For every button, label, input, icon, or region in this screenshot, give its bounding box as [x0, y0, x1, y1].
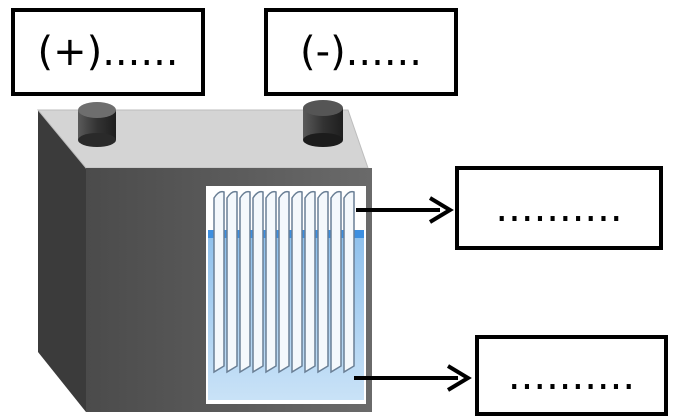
- arrow-to-plates: [356, 196, 454, 224]
- positive-terminal-icon: [78, 102, 116, 147]
- plate: [213, 190, 225, 374]
- plate: [343, 190, 355, 374]
- arrow-to-electrolyte: [354, 364, 472, 392]
- plate: [239, 190, 251, 374]
- negative-terminal-label: (-)......: [300, 29, 422, 75]
- plate: [330, 190, 342, 374]
- plates-label-box[interactable]: ..........: [455, 166, 663, 250]
- battery-plates: [213, 190, 355, 374]
- negative-terminal-icon: [303, 100, 343, 147]
- plate: [265, 190, 277, 374]
- electrolyte-label: ..........: [507, 352, 636, 399]
- positive-terminal-label-box[interactable]: (+)......: [11, 8, 205, 96]
- plate: [304, 190, 316, 374]
- plates-label: ..........: [495, 185, 623, 231]
- plate: [252, 190, 264, 374]
- negative-terminal-label-box[interactable]: (-)......: [264, 8, 458, 96]
- plate: [317, 190, 329, 374]
- battery-side-face: [38, 110, 86, 412]
- positive-terminal-label: (+)......: [37, 29, 179, 75]
- plate: [291, 190, 303, 374]
- plate: [278, 190, 290, 374]
- electrolyte-label-box[interactable]: ..........: [475, 335, 668, 416]
- plate: [226, 190, 238, 374]
